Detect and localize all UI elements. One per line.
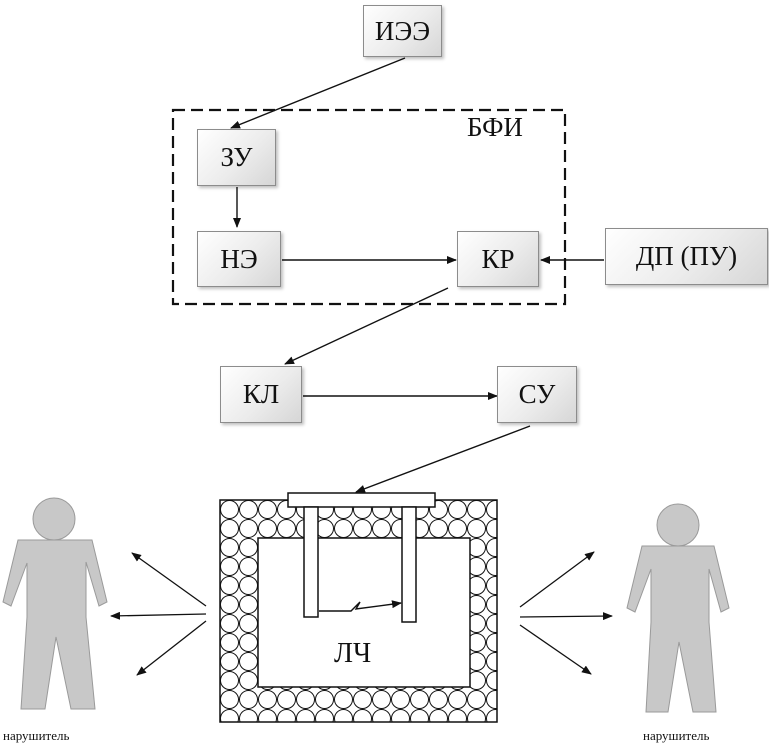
intruder-figure-left bbox=[2, 497, 108, 710]
su-block: СУ bbox=[497, 366, 577, 423]
iee-block: ИЭЭ bbox=[363, 5, 442, 57]
kr-block: КР bbox=[457, 231, 539, 287]
kl-block: КЛ bbox=[220, 366, 302, 423]
arrow-su-to-chamber bbox=[355, 425, 531, 493]
dp-block: ДП (ПУ) bbox=[605, 228, 768, 285]
bfi-group-label: БФИ bbox=[467, 112, 523, 142]
charge-plate-right bbox=[401, 506, 417, 623]
emission-arrow-left-down bbox=[136, 620, 207, 676]
intruder-label-left: нарушитель bbox=[3, 728, 70, 743]
intruder-label-right: нарушитель bbox=[643, 728, 710, 743]
discharge-zigzag bbox=[319, 600, 402, 612]
arrow-kr-to-kl bbox=[284, 287, 449, 365]
charge-plate-left bbox=[303, 506, 319, 618]
bfi-group-frame bbox=[171, 108, 567, 306]
emission-arrow-left-up bbox=[131, 552, 207, 607]
intruder-figure-right bbox=[626, 503, 730, 713]
chamber-label: ЛЧ bbox=[334, 638, 372, 669]
emission-arrow-right-down bbox=[519, 624, 592, 675]
emission-arrow-left-mid bbox=[110, 611, 207, 620]
emission-arrow-right-mid bbox=[519, 612, 613, 621]
emission-arrow-right-up bbox=[519, 551, 595, 608]
arrow-iee-to-zu bbox=[230, 57, 406, 129]
chamber-cross-section bbox=[219, 492, 498, 723]
chamber-hatch-cover bbox=[287, 492, 436, 508]
zu-block: ЗУ bbox=[197, 129, 276, 186]
ne-block: НЭ bbox=[197, 231, 281, 287]
chamber-inner-space bbox=[257, 537, 471, 688]
